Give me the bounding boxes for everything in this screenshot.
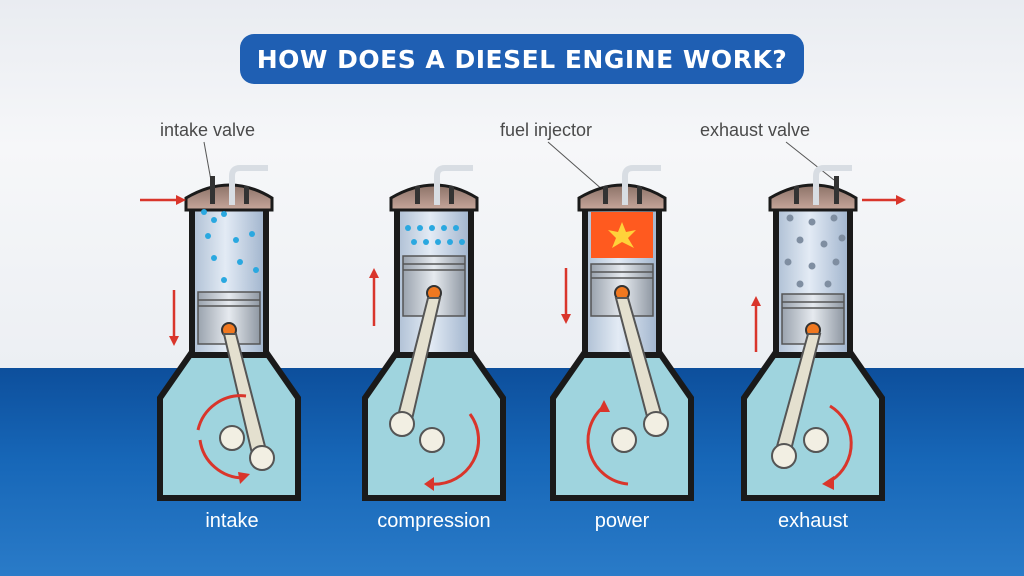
exhaust-valve (244, 186, 249, 204)
intake-valve (603, 186, 608, 204)
crankcase (362, 349, 506, 501)
title-banner: HOW DOES A DIESEL ENGINE WORK? (240, 34, 804, 84)
stage-compression-engine (362, 165, 506, 501)
rotation-arrow (431, 413, 481, 486)
stage-label-exhaust: exhaust (777, 510, 849, 532)
stage-intake-engine (140, 165, 301, 501)
rotation-arrow (586, 406, 629, 486)
compressed-air-particles (405, 225, 465, 245)
fuel-line (622, 165, 661, 205)
intake-valve (415, 186, 420, 204)
crank-pin (771, 443, 797, 469)
callout-intake-valve: intake valve (160, 120, 256, 140)
fuel-line (229, 165, 268, 205)
page-title: HOW DOES A DIESEL ENGINE WORK? (256, 44, 788, 74)
crankshaft-center (803, 427, 829, 453)
crankshaft-center (419, 427, 445, 453)
intake-valve (210, 176, 215, 204)
exhaust-particles (784, 214, 846, 288)
stage-label-power: power (594, 510, 650, 532)
crankcase (741, 349, 885, 501)
fuel-line (813, 165, 852, 205)
crankshaft-center (611, 427, 637, 453)
exhaust-valve (449, 186, 454, 204)
crank-pin (389, 411, 415, 437)
stage-label-intake: intake (205, 510, 259, 532)
crank-pin (643, 411, 669, 437)
intake-particles (201, 209, 259, 283)
crankcase (550, 349, 694, 501)
stage-label-compression: compression (377, 510, 491, 532)
callout-fuel-injector: fuel injector (500, 120, 593, 140)
combustion-flash (608, 222, 636, 248)
exhaust-valve (637, 186, 642, 204)
stage-exhaust-engine (741, 165, 906, 501)
crank-pin (249, 445, 275, 471)
rotation-arrow (196, 394, 247, 431)
crankshaft-center (219, 425, 245, 451)
exhaust-valve (834, 176, 839, 204)
stage-power-engine (550, 165, 694, 501)
exhaust-valve-leader (785, 141, 835, 181)
fuel-line (434, 165, 473, 205)
callout-exhaust-valve: exhaust valve (700, 120, 811, 140)
rotation-arrow (829, 404, 853, 482)
intake-valve (794, 186, 799, 204)
